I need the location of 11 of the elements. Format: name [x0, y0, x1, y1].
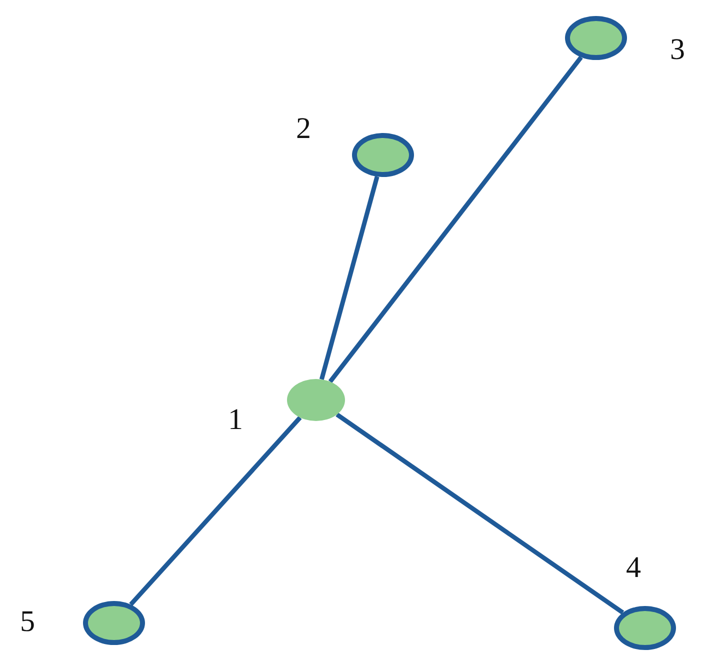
circle-node — [614, 606, 676, 650]
connector-line — [328, 56, 583, 384]
connector-line — [319, 176, 380, 380]
connector-line — [129, 416, 302, 606]
node-number: 5 — [20, 607, 35, 637]
node-number: 2 — [296, 114, 311, 144]
node-number: 1 — [228, 405, 243, 435]
circle-node — [287, 379, 345, 421]
connector-line — [336, 412, 624, 614]
node-number: 3 — [670, 35, 685, 65]
node-number: 4 — [626, 553, 641, 583]
